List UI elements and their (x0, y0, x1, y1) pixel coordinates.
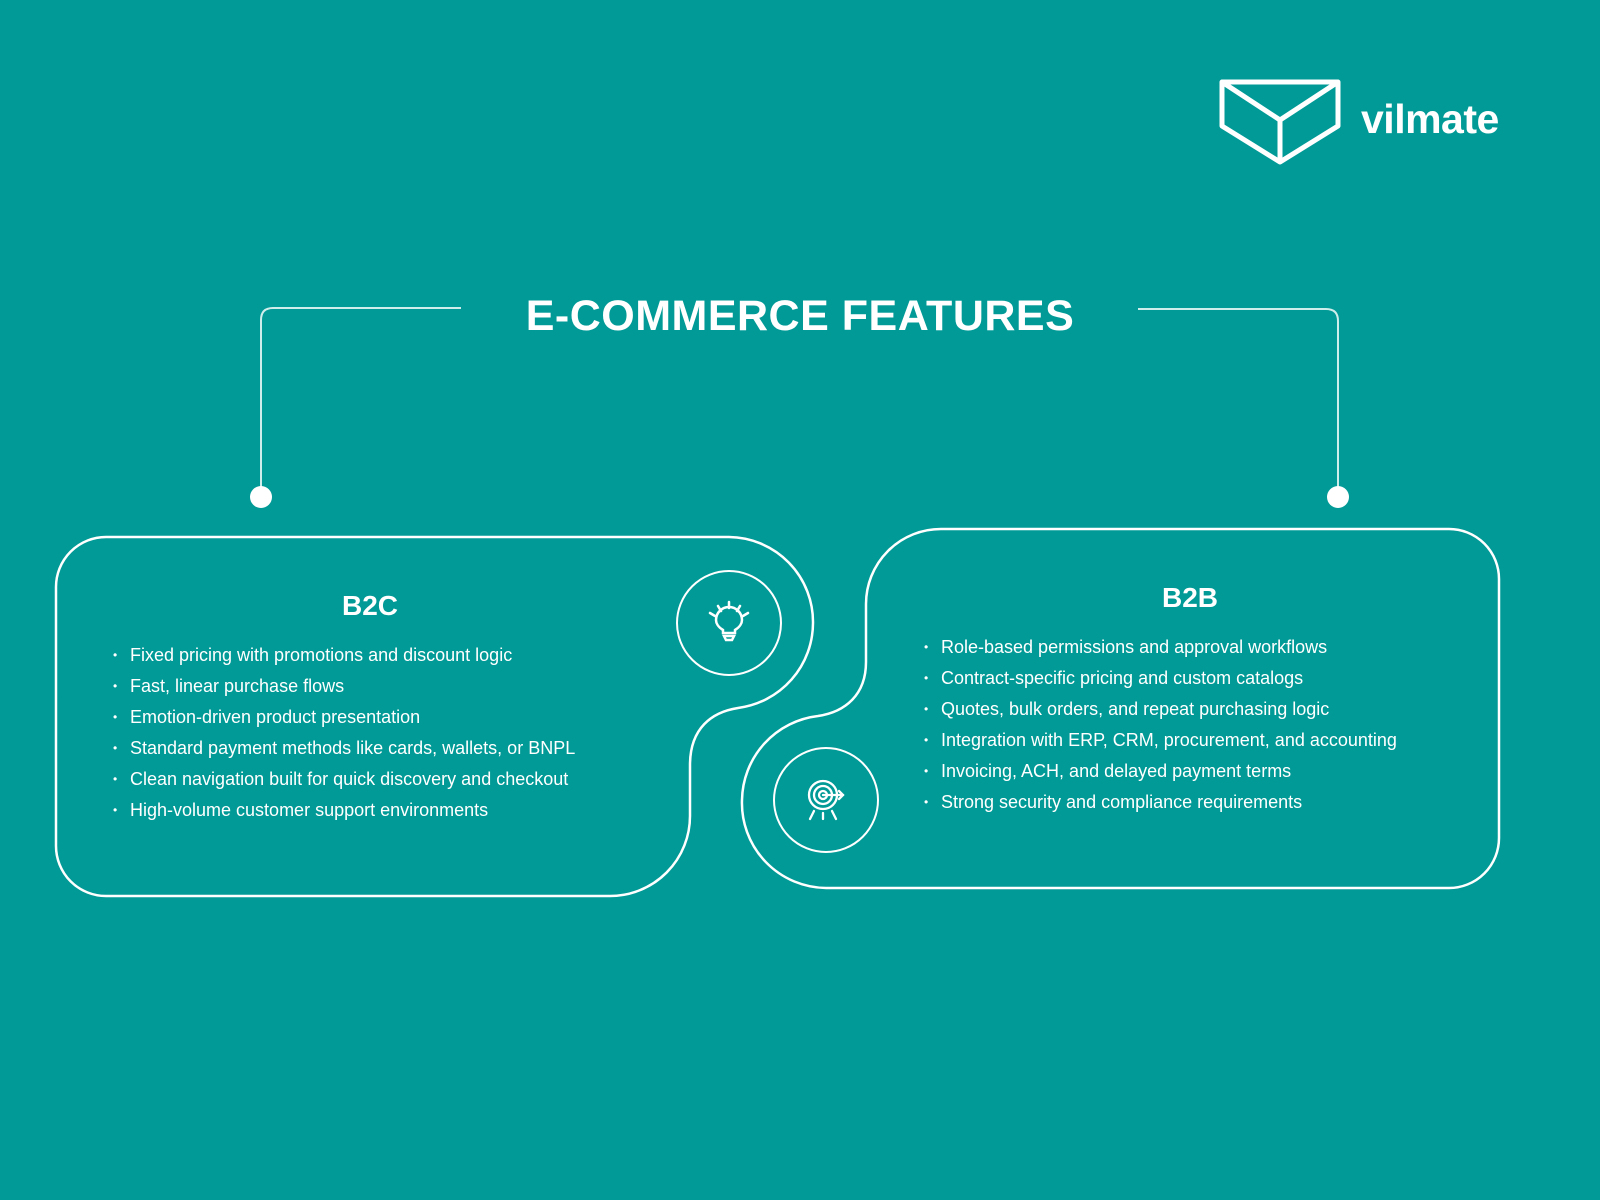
list-item: Invoicing, ACH, and delayed payment term… (924, 756, 1397, 787)
b2b-title: B2B (1161, 582, 1218, 613)
page-title: E-COMMERCE FEATURES (525, 292, 1075, 340)
b2b-icon-badge (773, 747, 879, 853)
brand-logo[interactable]: vilmate (1219, 79, 1501, 165)
list-item: Clean navigation built for quick discove… (113, 764, 575, 795)
list-item: Role-based permissions and approval work… (924, 632, 1397, 663)
list-item: Fast, linear purchase flows (113, 671, 575, 702)
lightbulb-icon (708, 600, 750, 642)
list-item: Quotes, bulk orders, and repeat purchasi… (924, 694, 1397, 725)
list-item: Strong security and compliance requireme… (924, 787, 1397, 818)
b2b-feature-list: Role-based permissions and approval work… (924, 632, 1397, 818)
target-icon (807, 779, 845, 821)
list-item: Integration with ERP, CRM, procurement, … (924, 725, 1397, 756)
envelope-box-icon (1219, 79, 1341, 165)
b2b-card-outline (740, 527, 1501, 890)
list-item: Fixed pricing with promotions and discou… (113, 640, 575, 671)
left-connector-dot (250, 486, 272, 508)
right-connector-dot (1327, 486, 1349, 508)
b2c-feature-list: Fixed pricing with promotions and discou… (113, 640, 575, 826)
left-connector-line (260, 307, 461, 497)
list-item: High-volume customer support environment… (113, 795, 575, 826)
right-connector-line (1138, 308, 1339, 497)
list-item: Contract-specific pricing and custom cat… (924, 663, 1397, 694)
b2c-card-outline (54, 535, 815, 898)
list-item: Emotion-driven product presentation (113, 702, 575, 733)
b2c-title: B2C (341, 590, 398, 621)
list-item: Standard payment methods like cards, wal… (113, 733, 575, 764)
b2c-icon-badge (676, 570, 782, 676)
brand-name: vilmate (1361, 95, 1499, 142)
